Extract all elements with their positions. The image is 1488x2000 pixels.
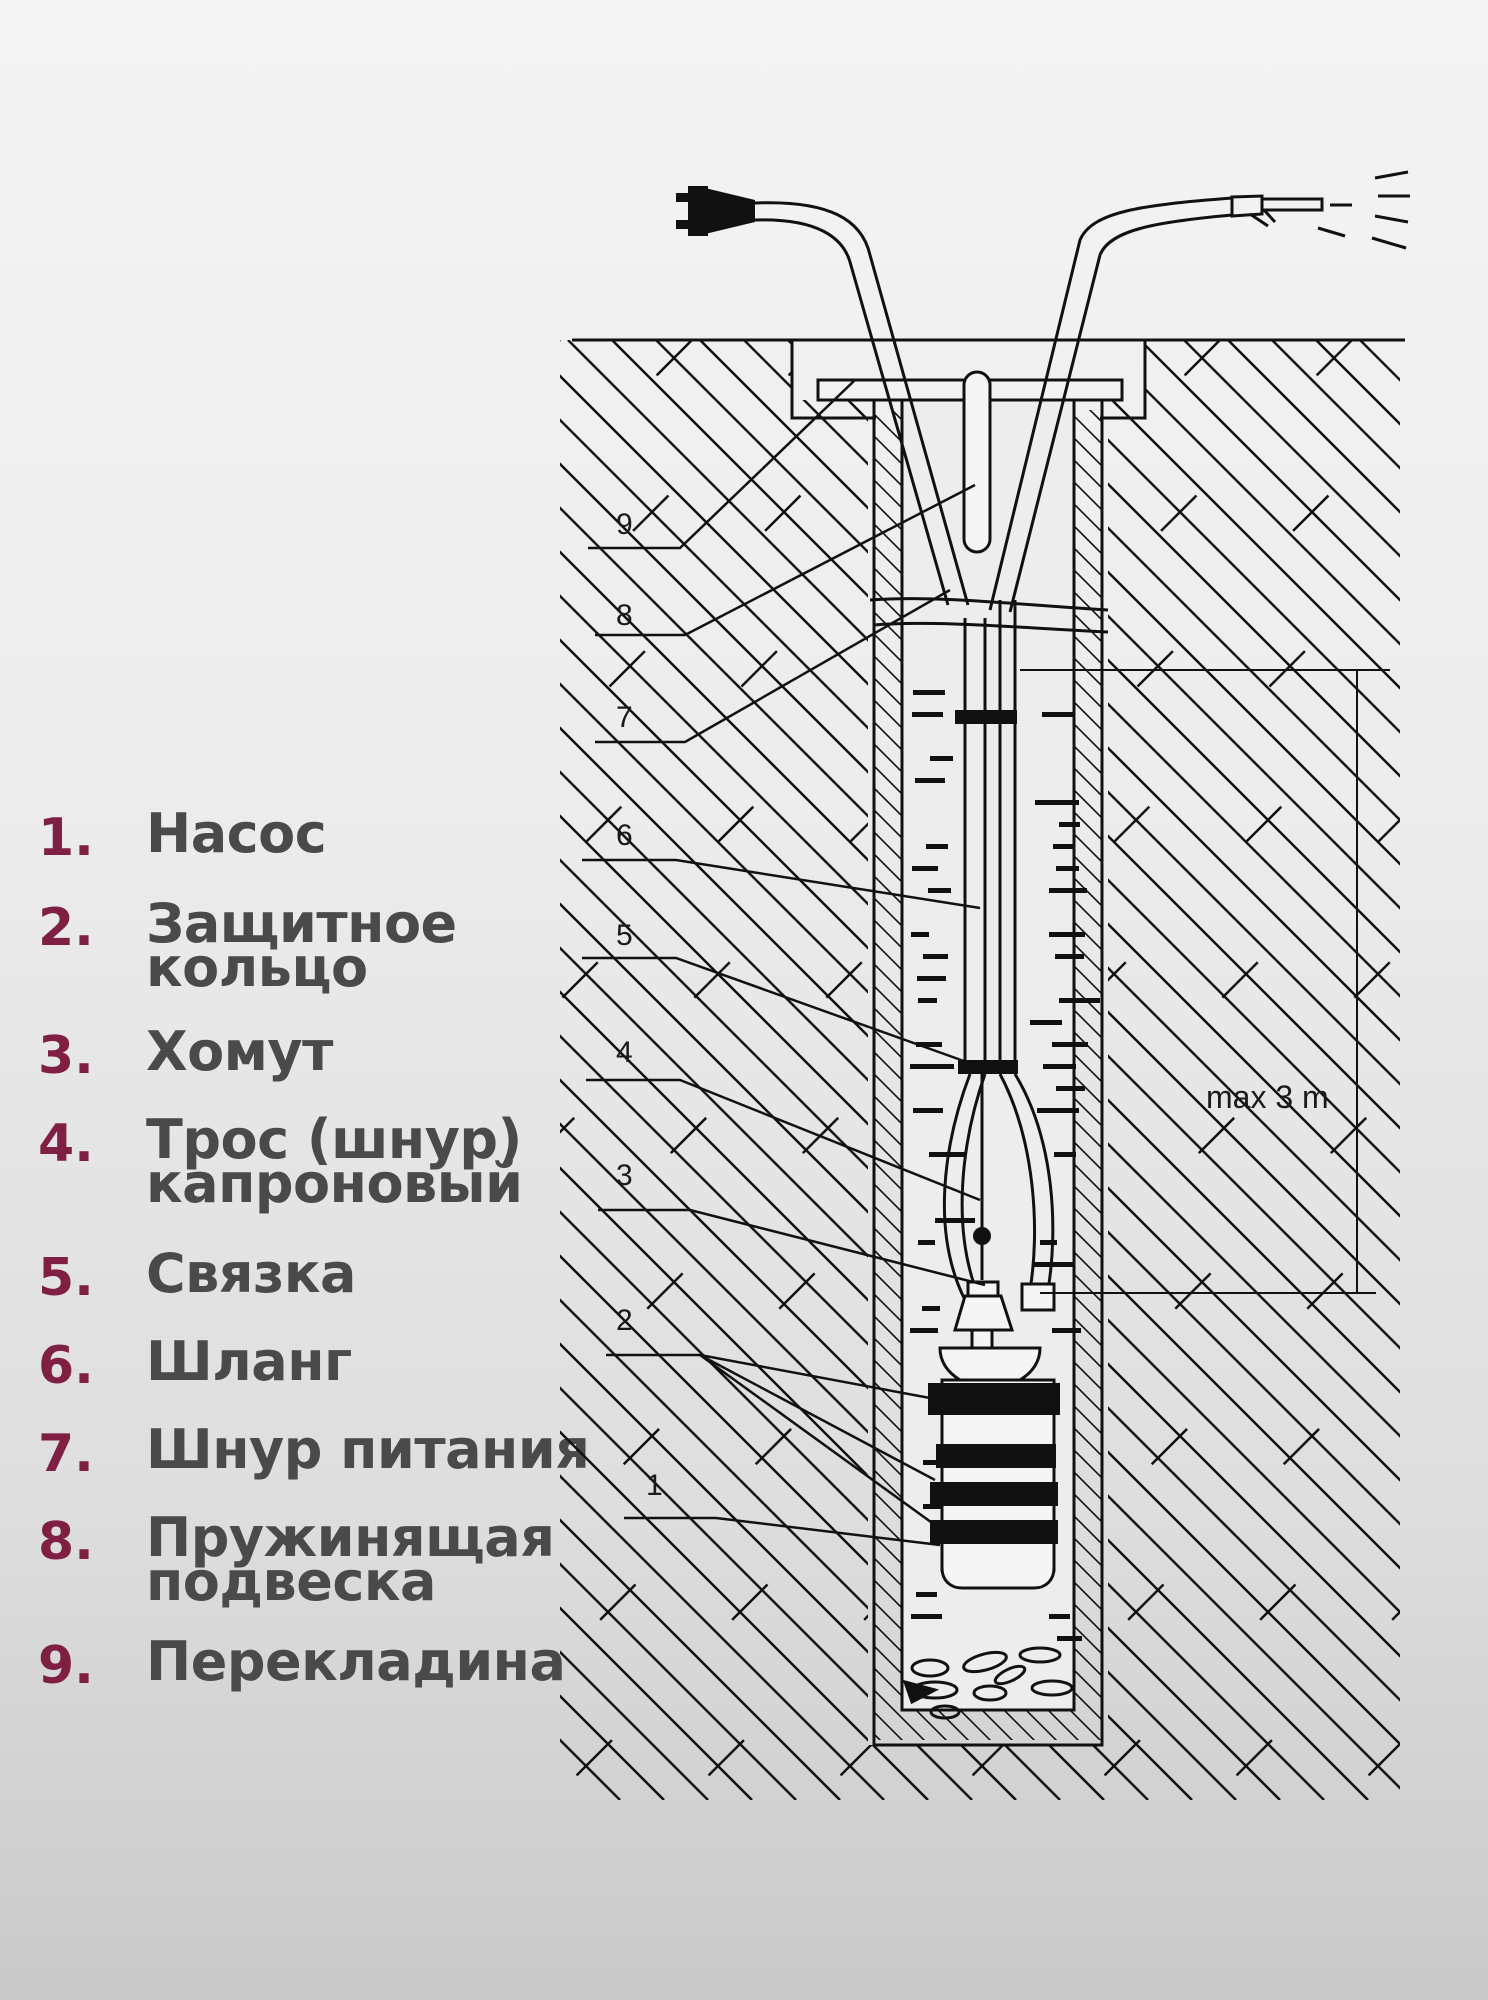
protective-ring [930, 1482, 1058, 1506]
callout-7: 7 [616, 701, 633, 734]
legend-number: 4. [38, 1114, 94, 1174]
callout-3: 3 [616, 1159, 633, 1192]
legend-number: 7. [38, 1424, 94, 1484]
clamp [952, 1280, 1056, 1350]
callout-1: 1 [646, 1469, 663, 1502]
protective-ring [930, 1520, 1058, 1544]
crossbar-recess [790, 340, 1147, 420]
callout-labels: 9 8 7 6 5 4 3 2 1 [616, 508, 663, 1502]
legend-label: Хомут [146, 1020, 333, 1083]
water-spray-icon [1317, 170, 1410, 250]
legend-label: Шнур питания [146, 1418, 590, 1481]
spring-suspension [962, 370, 992, 554]
plug-icon [676, 186, 755, 236]
tie-upper [955, 710, 1017, 724]
legend-number: 6. [38, 1336, 94, 1396]
soil-hatching [560, 340, 1400, 1800]
protective-ring [936, 1444, 1056, 1468]
well-casing [872, 398, 1104, 1747]
cables-in-well [963, 600, 1017, 1068]
callout-2: 2 [616, 1304, 633, 1337]
legend-label: Перекладина [146, 1630, 566, 1693]
legend-label: Насос [146, 802, 327, 865]
legend-label: Связка [146, 1242, 356, 1305]
legend-number: 1. [38, 808, 94, 868]
legend-label: Шланг [146, 1330, 352, 1393]
callout-4: 4 [616, 1036, 633, 1069]
callout-8: 8 [616, 599, 633, 632]
legend-label: Защитное кольцо [146, 892, 457, 999]
callout-9: 9 [616, 508, 633, 541]
legend-number: 2. [38, 898, 94, 958]
protective-ring [928, 1383, 1060, 1415]
legend-label: Трос (шнур) капроновый [146, 1108, 523, 1215]
protective-rings [928, 1383, 1060, 1544]
depth-dimension [1020, 669, 1390, 1294]
legend-label: Пружинящая подвеска [146, 1506, 555, 1613]
nozzle-icon [1230, 194, 1324, 228]
callout-5: 5 [616, 919, 633, 952]
legend-number: 8. [38, 1512, 94, 1572]
legend-number: 3. [38, 1026, 94, 1086]
depth-dimension-label: max 3 m [1206, 1079, 1329, 1115]
legend-number: 9. [38, 1636, 94, 1696]
callout-leaders [582, 379, 986, 1547]
rope-knot [973, 1227, 991, 1245]
legend-number: 5. [38, 1248, 94, 1308]
callout-6: 6 [616, 819, 633, 852]
hose [988, 196, 1233, 613]
well-bottom-gravel [902, 1646, 1074, 1720]
power-cord [754, 201, 1109, 634]
legend: 1. Насос 2. Защитное кольцо 3. Хомут 4. … [0, 0, 590, 2000]
